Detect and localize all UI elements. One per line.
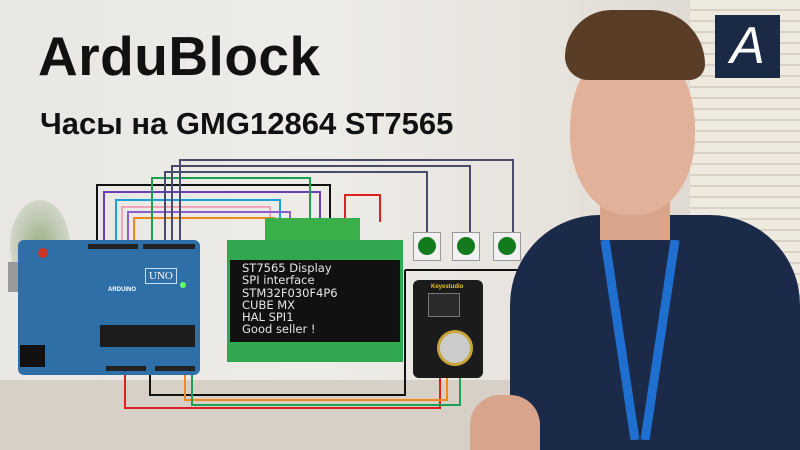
button-cap	[457, 237, 475, 255]
lcd-pin-header	[265, 218, 360, 242]
button-cap	[498, 237, 516, 255]
video-subtitle: Часы на GMG12864 ST7565	[40, 106, 454, 141]
on-led	[180, 282, 186, 288]
wire	[127, 211, 291, 243]
presenter-shirt	[510, 215, 800, 450]
reset-button	[38, 248, 48, 258]
wire	[103, 191, 321, 243]
brand-label: ARDUINO	[108, 287, 136, 293]
atmega-chip	[100, 325, 195, 347]
wire	[121, 206, 271, 243]
wire	[124, 370, 441, 409]
wire	[149, 270, 406, 396]
wire	[96, 184, 331, 243]
video-title: ArduBlock	[38, 25, 321, 87]
lcd-line: Good seller !	[242, 322, 316, 337]
rtc-brand: Keyestudio	[431, 284, 464, 290]
push-button-3	[493, 232, 521, 261]
lcd-screen: ST7565 Display SPI interface STM32F030F4…	[230, 260, 400, 342]
wire	[151, 177, 311, 243]
power-jack	[20, 345, 45, 367]
arduino-uno-board	[18, 240, 200, 375]
wire	[184, 370, 448, 401]
lcd-line: STM32F030F4P6	[242, 285, 338, 300]
presenter-hair	[565, 10, 705, 80]
wire	[171, 165, 471, 243]
lcd-line: CUBE MX	[242, 297, 296, 312]
wire	[191, 370, 461, 406]
lcd-line: HAL SPI1	[242, 310, 294, 325]
presenter-hand	[470, 395, 540, 450]
wire	[164, 171, 428, 243]
button-cap	[418, 237, 436, 255]
lanyard	[600, 240, 680, 440]
channel-logo: A	[715, 15, 780, 78]
lcd-line: SPI interface	[242, 273, 315, 288]
push-button-2	[452, 232, 480, 261]
board-label: UNO	[145, 268, 177, 284]
coin-battery	[437, 330, 473, 366]
wire	[344, 194, 381, 222]
lcd-line: ST7565 Display	[242, 261, 332, 275]
push-button-1	[413, 232, 441, 261]
wire	[133, 217, 275, 243]
wire	[179, 159, 514, 243]
rtc-chip	[428, 293, 460, 317]
